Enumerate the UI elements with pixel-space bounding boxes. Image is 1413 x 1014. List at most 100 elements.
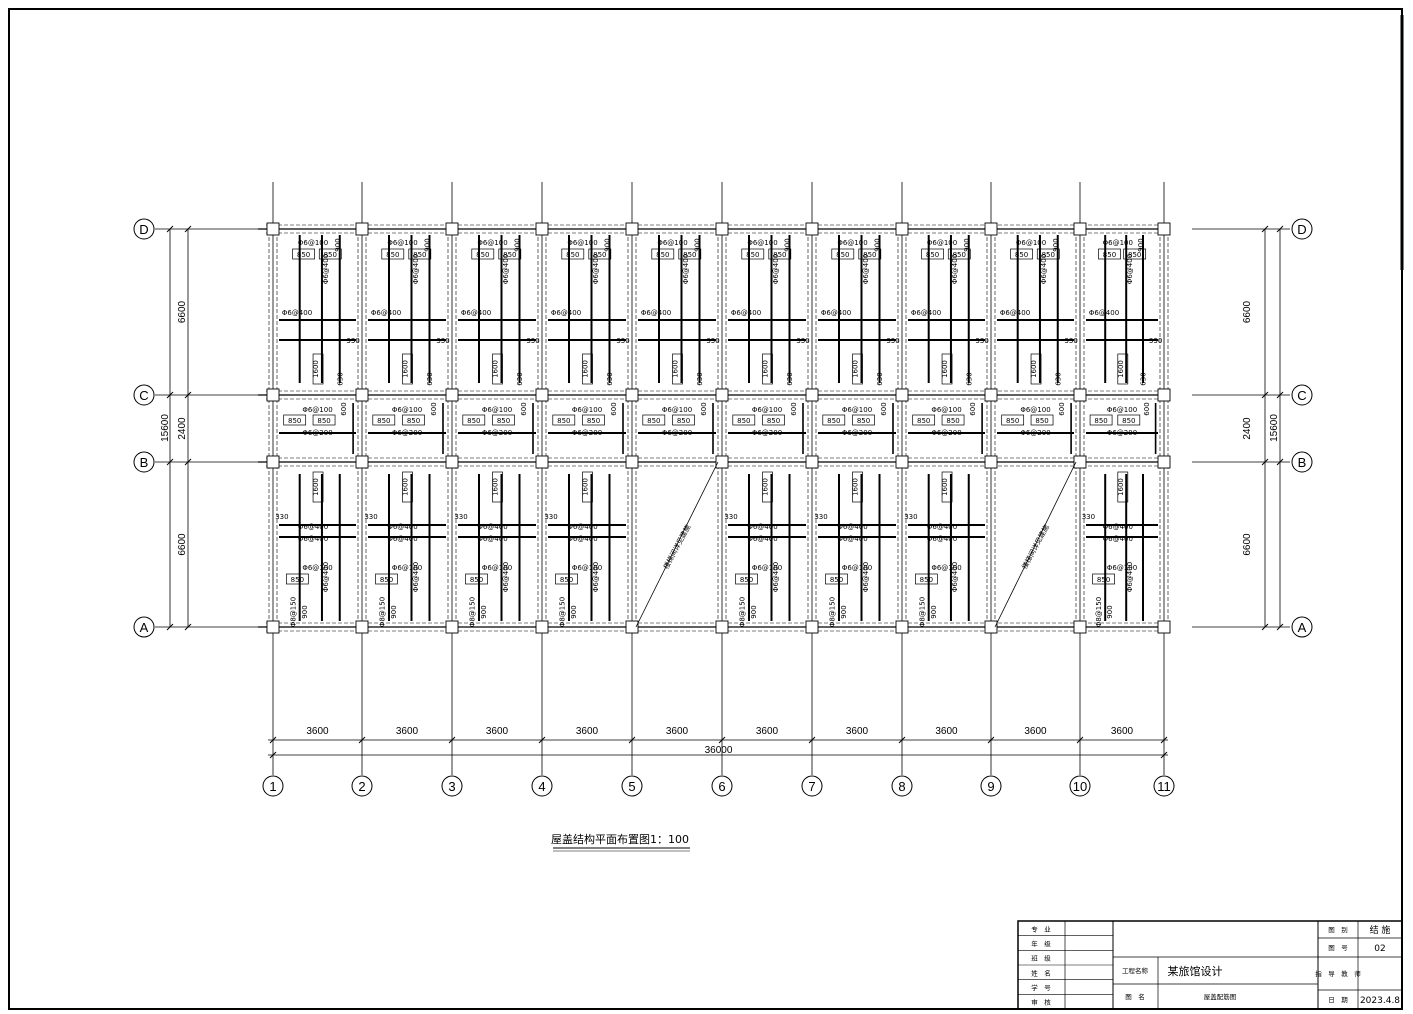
bay-1-DC-lbl-top: Φ6@100 (298, 239, 328, 247)
bay-2-DC-lbl-1600: 1600 (402, 360, 410, 378)
tb-left-label-4: 学 号 (1031, 983, 1051, 992)
tb-left-label-3: 姓 名 (1031, 968, 1051, 977)
bay-2-DC-lbl-850a: 850 (386, 251, 399, 259)
bay-3-CB-box-1 (462, 414, 486, 426)
dim-tick-side-2-3 (1276, 458, 1284, 466)
bay-2-BA-lbl-v: Φ6@400 (412, 562, 420, 592)
bay-6-BA-lbl-h2: Φ6@400 (747, 535, 777, 543)
column-7-C (805, 388, 819, 402)
bay-10-CB-lbl-600: 600 (1143, 402, 1151, 415)
dim-tick-side-1-0 (166, 391, 174, 399)
bay-4-DC-lbl-850b: 850 (593, 251, 606, 259)
bay-2-CB-lbl-200: Φ6@200 (392, 429, 422, 437)
bay-1-DC-lbl-1600: 1600 (312, 360, 320, 378)
column-4-B (535, 455, 549, 469)
bay-3-BA-lbl-900: 900 (480, 605, 488, 618)
bay-10-DC-lbl-330: 330 (1149, 337, 1162, 345)
bay-4-CB-lbl-600: 600 (610, 402, 618, 415)
bay-3-DC-box-d1 (471, 248, 495, 260)
column-11-D (1157, 222, 1171, 236)
axis-bubble-col-7 (801, 775, 823, 797)
tb-right-label-2: 指 导 教 师 (1315, 969, 1361, 978)
axis-label-col-3: 3 (448, 779, 455, 794)
column-11-B (1157, 455, 1171, 469)
bay-10-DC-lbl-630: 630 (1140, 372, 1148, 385)
bay-5-DC-lbl-1600: 1600 (672, 360, 680, 378)
drawing-name-label: 图 名 (1125, 992, 1145, 1001)
bay-3-DC-box-c (492, 353, 503, 385)
bay-8-DC-lbl-850a: 850 (926, 251, 939, 259)
bay-6-CB-box-2 (762, 414, 785, 426)
bay-8-BA-box-b (941, 471, 953, 503)
bay-2-BA-box-b (402, 471, 413, 503)
column-3-D (445, 222, 459, 236)
bay-8-DC-box-c (941, 353, 953, 385)
bay-1-CB-box-1 (283, 414, 307, 426)
bay-9-CB-box-2 (1030, 414, 1054, 426)
bay-2-BA-lbl-150: Φ8@150 (379, 597, 387, 627)
bay-6-BA-box-b (762, 471, 773, 503)
column-4-C (535, 388, 549, 402)
bay-10-BA-box-a (1092, 573, 1115, 585)
dim-tick-total-0 (269, 751, 277, 759)
bay-3-CB-box-2 (492, 414, 515, 426)
bay-2-BA-lbl-330: 330 (364, 513, 377, 521)
bay-9-CB-lbl-top: Φ6@100 (1020, 406, 1050, 414)
bay-5-DC-lbl-330: 330 (706, 337, 719, 345)
bay-2-DC-lbl-top: Φ6@100 (387, 239, 417, 247)
bay-7-BA-lbl-150: Φ8@150 (829, 597, 837, 627)
bay-8-CB-box-2 (941, 414, 965, 426)
bay-4-BA-box-a (555, 573, 578, 585)
bay-3-CB-lbl-600: 600 (520, 402, 528, 415)
bay-10-DC-box-c (1117, 353, 1129, 385)
bay-9-CB-lbl-200: Φ6@200 (1020, 429, 1050, 437)
bay-2-CB-box-2 (402, 414, 425, 426)
bay-10-BA-lbl-330: 330 (1082, 513, 1095, 521)
axis-label-col-8: 8 (898, 779, 905, 794)
dim-tick-side-3-1 (184, 623, 192, 631)
dim-tick-span-6 (808, 736, 816, 744)
bay-8-BA-lbl-bot: Φ6@100 (931, 564, 961, 572)
bay-6-BA-lbl-850: 850 (740, 576, 753, 584)
column-11-A (1157, 620, 1171, 634)
bay-1-DC-lbl-v: Φ6@400 (322, 254, 330, 284)
dim-tick-side-1-1 (184, 391, 192, 399)
bay-3-BA-lbl-v: Φ6@400 (502, 562, 510, 592)
bay-6-DC-lbl-1600: 1600 (762, 360, 770, 378)
bay-1-BA-box-b (312, 471, 324, 503)
bay-1-BA-lbl-h1: Φ6@400 (298, 523, 328, 531)
bay-6-BA-lbl-900: 900 (750, 605, 758, 618)
dim-label-span-1: 3600 (306, 726, 329, 737)
bay-8-DC-lbl-330: 330 (975, 337, 988, 345)
dim-label-right-1: 6600 (1242, 300, 1253, 323)
column-1-A (266, 620, 280, 634)
bay-4-DC-lbl-h: Φ6@400 (551, 309, 581, 317)
axis-label-col-9: 9 (987, 779, 994, 794)
bay-6-DC-lbl-v: Φ6@400 (772, 254, 780, 284)
bay-6-BA-lbl-150: Φ8@150 (739, 597, 747, 627)
bay-3-BA-lbl-850: 850 (470, 576, 483, 584)
column-2-A (355, 620, 369, 634)
tb-right-label-1: 图 号 (1328, 944, 1348, 952)
bay-4-CB-box-1 (552, 414, 576, 426)
dim-tick-side-2-1 (184, 458, 192, 466)
dim-tick-side-3-3 (1276, 623, 1284, 631)
bay-2-DC-lbl-630: 630 (426, 372, 434, 385)
title-block: 专 业年 级班 级姓 名学 号审 核 工程名称 某旅馆设计 图 名 屋盖配筋图 … (1017, 920, 1403, 1010)
bay-9-DC-lbl-630: 630 (1054, 372, 1062, 385)
bay-7-DC-lbl-850a: 850 (836, 251, 849, 259)
bay-6-BA-lbl-v: Φ6@400 (772, 562, 780, 592)
bay-5-DC-lbl-850a: 850 (656, 251, 669, 259)
bay-3-BA-lbl-330: 330 (454, 513, 467, 521)
dim-tick-span-9 (1076, 736, 1084, 744)
bay-9-DC-box-d2 (1036, 248, 1060, 260)
axis-bubble-col-8 (891, 775, 913, 797)
bay-4-DC-lbl-630: 630 (606, 372, 614, 385)
dim-tick-total-10 (1160, 751, 1168, 759)
bay-3-CB-lbl-top: Φ6@100 (482, 406, 512, 414)
bay-7-CB-lbl-top: Φ6@100 (842, 406, 872, 414)
dim-tick-span-8 (987, 736, 995, 744)
bay-5-DC-box-d1 (651, 248, 675, 260)
bay-2-DC-lbl-330: 330 (436, 337, 449, 345)
bay-4-CB-lbl-200: Φ6@200 (572, 429, 602, 437)
